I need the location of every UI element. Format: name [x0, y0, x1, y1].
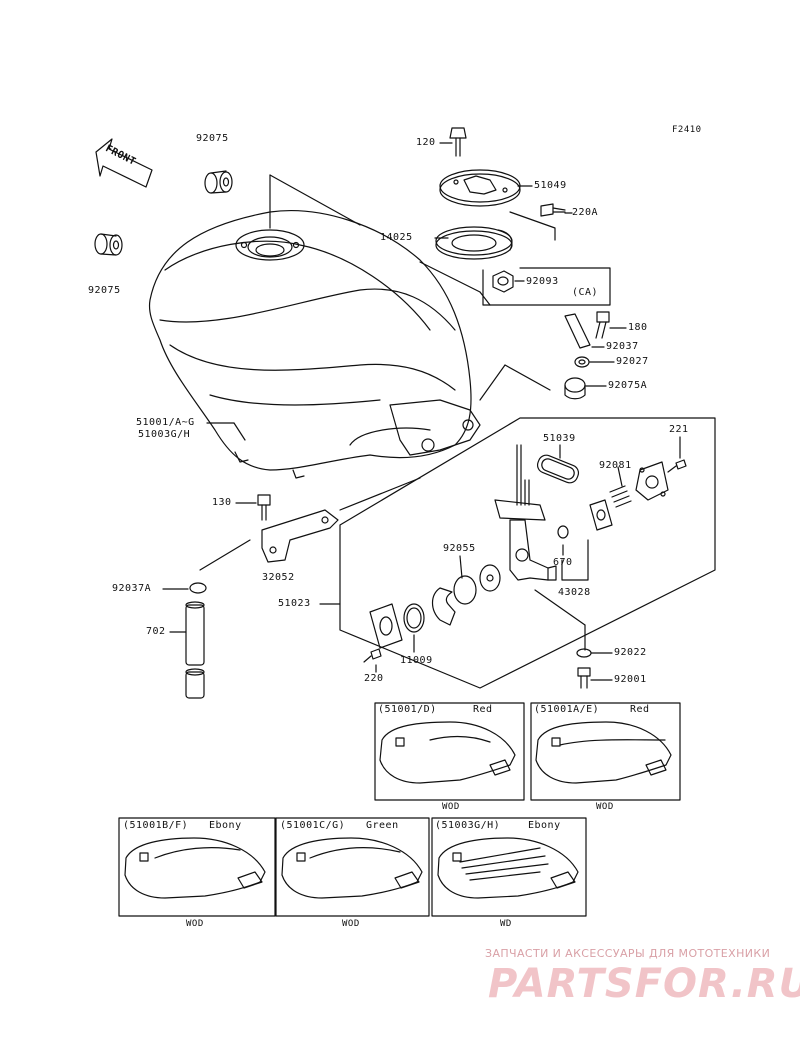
variant-4-code: (51001C/G) — [280, 820, 346, 831]
watermark-tagline: ЗАПЧАСТИ И АКСЕССУАРЫ ДЛЯ МОТОТЕХНИКИ — [485, 947, 771, 960]
variant-1-code: (51001/D) — [378, 704, 437, 715]
label-ca: (CA) — [572, 287, 599, 298]
label-11009: 11009 — [400, 655, 433, 666]
label-180: 180 — [628, 322, 648, 333]
gasket-51039 — [536, 454, 580, 484]
label-220A: 220A — [572, 207, 599, 218]
bolt-92001 — [577, 667, 591, 689]
label-92037A: 92037A — [112, 583, 152, 594]
figure-code: F2410 — [672, 125, 702, 135]
grommet-92093 — [492, 270, 514, 293]
filter-disc — [479, 564, 501, 592]
variant-2-color: Red — [630, 704, 650, 715]
label-92081: 92081 — [599, 460, 632, 471]
label-51023: 51023 — [278, 598, 311, 609]
washer-92027 — [574, 356, 590, 368]
label-51039: 51039 — [543, 433, 576, 444]
variant-box-3 — [118, 817, 276, 917]
label-130: 130 — [212, 497, 232, 508]
label-92055: 92055 — [443, 543, 476, 554]
cap-base-14025 — [435, 226, 513, 260]
oring-92055 — [453, 575, 477, 605]
pipe-elbow — [431, 587, 456, 626]
label-120: 120 — [416, 137, 436, 148]
bolt-130 — [257, 494, 271, 521]
fuel-cock-box — [339, 417, 716, 689]
strap-180 — [564, 313, 591, 349]
label-92022: 92022 — [614, 647, 647, 658]
fuel-cock-body — [494, 444, 557, 581]
oring-11009 — [403, 603, 425, 633]
label-92037: 92037 — [606, 341, 639, 352]
screw-220 — [363, 648, 382, 663]
label-tank-b: 51003G/H — [138, 429, 191, 440]
fuel-tank — [148, 174, 481, 479]
spring-92081 — [589, 485, 632, 531]
variant-1-note: WOD — [442, 802, 460, 812]
label-92027: 92027 — [616, 356, 649, 367]
label-92075A: 92075A — [608, 380, 648, 391]
variant-3-color: Ebony — [209, 820, 242, 831]
screw-221 — [667, 459, 687, 473]
label-32052: 32052 — [262, 572, 295, 583]
variant-5-color: Ebony — [528, 820, 561, 831]
label-43028: 43028 — [558, 587, 591, 598]
variant-box-4 — [275, 817, 430, 917]
label-51049: 51049 — [534, 180, 567, 191]
label-14025: 14025 — [380, 232, 413, 243]
variant-2-note: WOD — [596, 802, 614, 812]
variant-box-5 — [431, 817, 587, 917]
label-92001: 92001 — [614, 674, 647, 685]
label-220: 220 — [364, 673, 384, 684]
variant-2-code: (51001A/E) — [534, 704, 600, 715]
watermark-logo: PARTSFOR.RU — [488, 961, 800, 1007]
hose-702 — [185, 601, 205, 699]
bolt-220A — [540, 203, 566, 217]
oring-670 — [557, 525, 569, 539]
bolt-180 — [595, 311, 610, 339]
clip-92037A — [189, 582, 207, 594]
flange-gasket — [369, 603, 403, 649]
variant-box-2 — [530, 702, 681, 801]
variant-4-note: WOD — [342, 919, 360, 929]
damper-92075A — [564, 377, 586, 400]
variant-3-note: WOD — [186, 919, 204, 929]
variant-5-note: WD — [500, 919, 512, 929]
variant-4-color: Green — [366, 820, 399, 831]
washer-92022 — [576, 648, 592, 658]
label-670: 670 — [553, 557, 573, 568]
label-221: 221 — [669, 424, 689, 435]
variant-5-code: (51003G/H) — [435, 820, 501, 831]
cover-plate — [635, 461, 669, 501]
label-tank-a: 51001/A~G — [136, 417, 195, 428]
label-92093: 92093 — [526, 276, 559, 287]
label-702: 702 — [146, 626, 166, 637]
variant-1-color: Red — [473, 704, 493, 715]
bracket-32052 — [261, 509, 339, 563]
label-92075-left: 92075 — [88, 285, 121, 296]
variant-box-1 — [374, 702, 525, 801]
fuel-cap-51049 — [439, 169, 521, 207]
rubber-damper-left — [94, 233, 123, 256]
label-92075-top: 92075 — [196, 133, 229, 144]
front-arrow-icon — [95, 138, 153, 188]
rubber-damper-top — [204, 170, 233, 194]
variant-3-code: (51001B/F) — [123, 820, 189, 831]
cap-bolt-120 — [449, 127, 467, 157]
